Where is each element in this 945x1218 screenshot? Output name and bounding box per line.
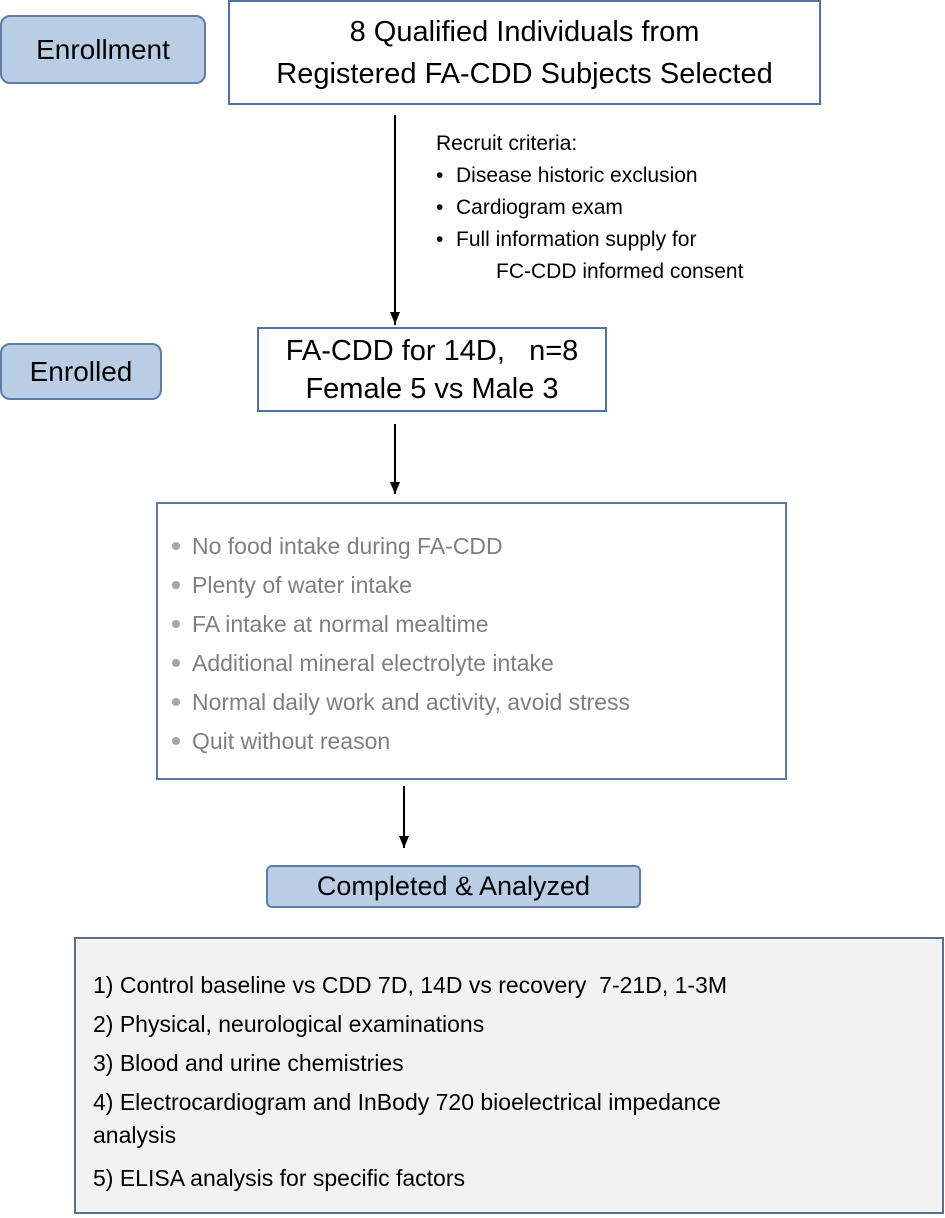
stage-enrolled-label: Enrolled — [29, 355, 133, 387]
analysis-item: 2) Physical, neurological examinations — [93, 1011, 485, 1037]
selection-box: 8 Qualified Individuals from Registered … — [228, 0, 821, 105]
recruit-criteria-item: Full information supply for — [436, 224, 743, 256]
protocol-item: Additional mineral electrolyte intake — [170, 644, 785, 683]
arrow-enrolled-to-protocol — [390, 424, 400, 494]
protocol-item: Plenty of water intake — [170, 566, 785, 605]
analysis-box: 1) Control baseline vs CDD 7D, 14D vs re… — [74, 937, 944, 1214]
enrolled-line-2: Female 5 vs Male 3 — [305, 372, 559, 405]
recruit-criteria-item: Cardiogram exam — [436, 192, 743, 224]
recruit-criteria-item: Disease historic exclusion — [436, 160, 743, 192]
stage-completed: Completed & Analyzed — [266, 865, 641, 908]
protocol-box: No food intake during FA-CDD Plenty of w… — [156, 502, 787, 780]
protocol-item: Quit without reason — [170, 722, 785, 761]
stage-completed-label: Completed & Analyzed — [316, 871, 591, 901]
protocol-item: No food intake during FA-CDD — [170, 527, 785, 566]
selection-line-2: Registered FA-CDD Subjects Selected — [276, 57, 773, 90]
protocol-item: Normal daily work and activity, avoid st… — [170, 683, 785, 722]
analysis-item: analysis — [93, 1122, 177, 1148]
recruit-criteria: Recruit criteria: Disease historic exclu… — [436, 128, 743, 288]
stage-enrolled: Enrolled — [0, 343, 162, 400]
arrow-protocol-to-completed — [399, 786, 409, 848]
analysis-item: 3) Blood and urine chemistries — [93, 1050, 404, 1076]
recruit-criteria-title: Recruit criteria: — [436, 132, 578, 155]
selection-line-1: 8 Qualified Individuals from — [349, 15, 700, 48]
protocol-item: FA intake at normal mealtime — [170, 605, 785, 644]
analysis-item: 5) ELISA analysis for specific factors — [93, 1165, 465, 1191]
recruit-criteria-continuation: FC-CDD informed consent — [496, 260, 744, 283]
stage-enrollment-label: Enrollment — [36, 33, 170, 65]
stage-enrollment: Enrollment — [0, 15, 206, 84]
enrolled-box: FA-CDD for 14D, n=8 Female 5 vs Male 3 — [257, 327, 607, 412]
enrolled-line-1: FA-CDD for 14D, n=8 — [285, 334, 579, 367]
analysis-item: 4) Electrocardiogram and InBody 720 bioe… — [93, 1089, 721, 1115]
arrow-selection-to-enrolled — [390, 115, 400, 325]
analysis-item: 1) Control baseline vs CDD 7D, 14D vs re… — [93, 972, 728, 998]
